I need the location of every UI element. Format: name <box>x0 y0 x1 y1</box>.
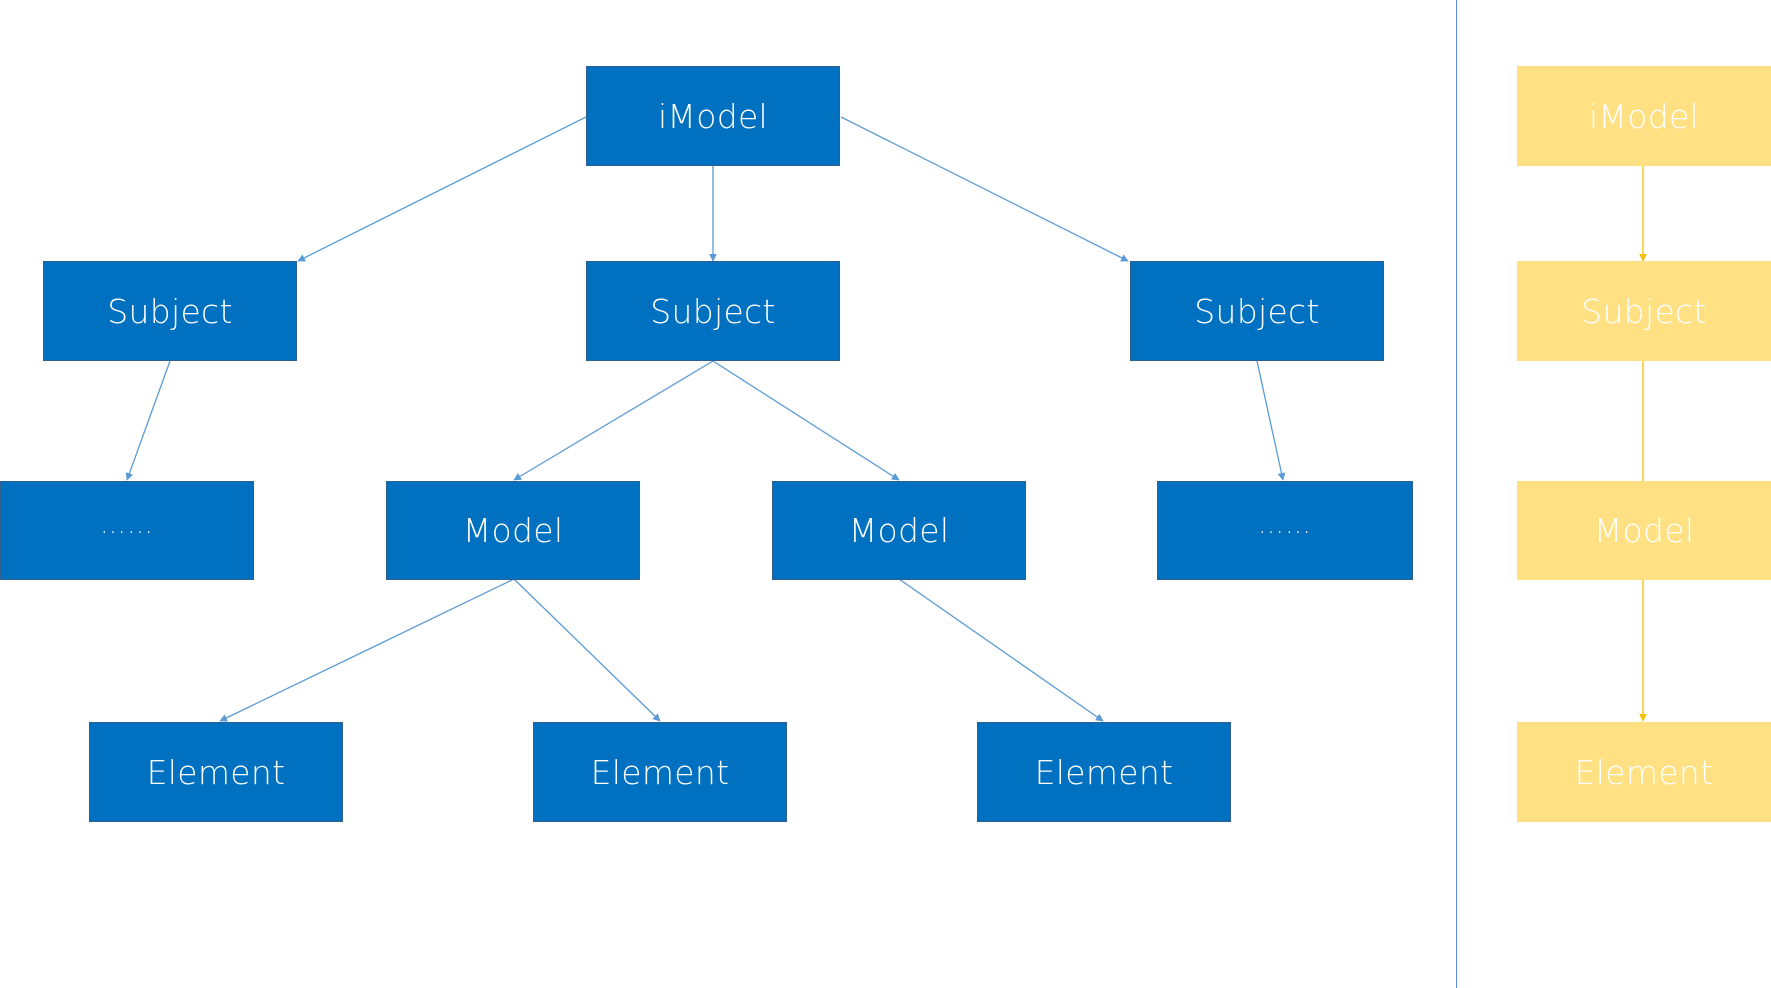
model-label: Model <box>848 511 950 550</box>
subject-label: Subject <box>650 291 776 331</box>
subject-node-2: Subject <box>586 261 840 361</box>
ellipsis-node-1: …… <box>0 481 254 580</box>
element-node-1: Element <box>89 722 343 822</box>
section-divider <box>1456 0 1457 988</box>
element-label: Element <box>590 752 730 792</box>
chain-imodel-node: iModel <box>1517 66 1771 166</box>
subject-label: Subject <box>1194 291 1320 331</box>
chain-model-node: Model <box>1517 481 1771 580</box>
subject-node-1: Subject <box>43 261 297 361</box>
element-node-2: Element <box>533 722 787 822</box>
connector-model-1-element-2 <box>513 578 661 722</box>
connector-subject-2-model-2 <box>712 360 900 481</box>
chain-subject-node: Subject <box>1517 261 1771 361</box>
imodel-node: iModel <box>586 66 840 166</box>
chain-model-label: Model <box>1593 511 1695 550</box>
connector-subject-3-ellipsis <box>1256 360 1286 481</box>
connector-model-2-element-3 <box>898 578 1104 722</box>
connector-subject-1-ellipsis <box>125 360 171 481</box>
model-label: Model <box>462 511 564 550</box>
model-node-1: Model <box>386 481 640 580</box>
chain-element-label: Element <box>1574 752 1714 792</box>
element-label: Element <box>146 752 286 792</box>
connector-subject-2-model-1 <box>513 360 714 481</box>
imodel-label: iModel <box>657 96 769 136</box>
ellipsis-label: …… <box>100 509 154 540</box>
ellipsis-label: …… <box>1258 509 1312 540</box>
chain-imodel-label: iModel <box>1588 96 1700 136</box>
connector-imodel-subject-3 <box>840 116 1129 262</box>
ellipsis-node-2: …… <box>1157 481 1413 580</box>
subject-label: Subject <box>107 291 233 331</box>
chain-element-node: Element <box>1517 722 1771 822</box>
element-node-3: Element <box>977 722 1231 822</box>
connector-imodel-subject-1 <box>297 116 587 262</box>
chain-subject-label: Subject <box>1581 291 1707 331</box>
element-label: Element <box>1034 752 1174 792</box>
subject-node-3: Subject <box>1130 261 1384 361</box>
connector-model-1-element-1 <box>219 578 515 722</box>
model-node-2: Model <box>772 481 1026 580</box>
